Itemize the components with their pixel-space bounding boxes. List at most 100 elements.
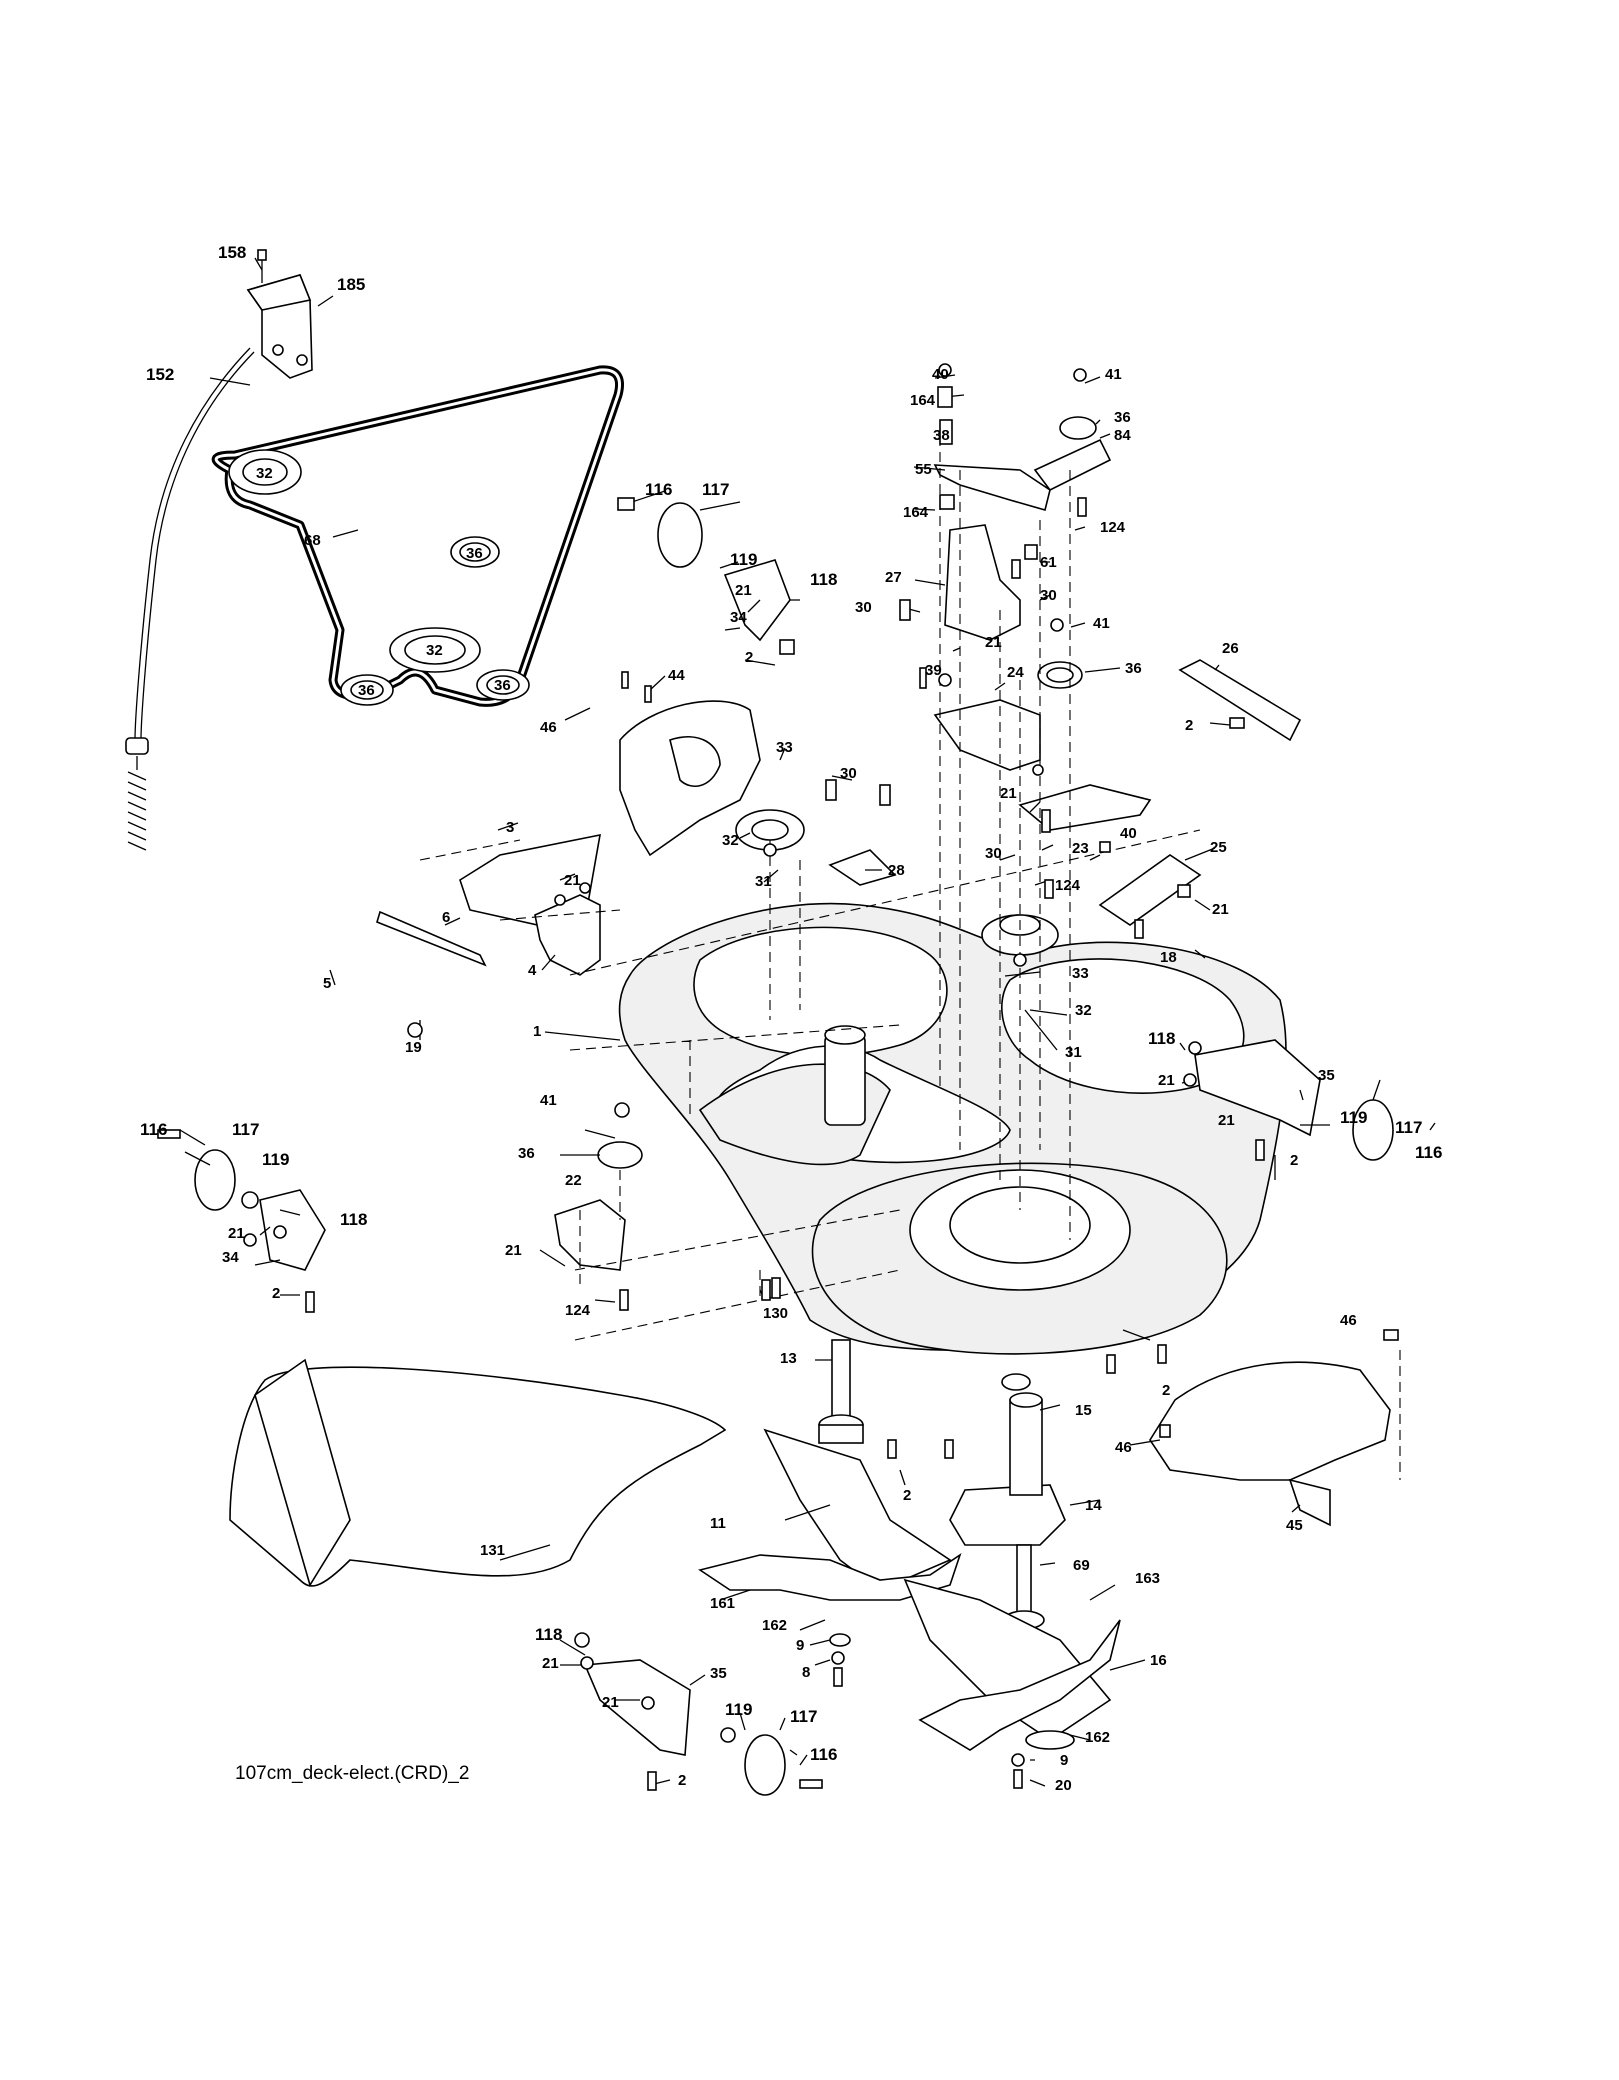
bracket-28 bbox=[828, 849, 897, 886]
label-118c: 118 bbox=[340, 1210, 367, 1229]
label-2c: 2 bbox=[1290, 1152, 1298, 1169]
hardware bbox=[157, 363, 1399, 1791]
blade-adapter-left bbox=[763, 1428, 952, 1591]
label-31a: 31 bbox=[755, 873, 772, 890]
label-23: 23 bbox=[1072, 840, 1089, 857]
label-55: 55 bbox=[915, 461, 932, 478]
blade-right bbox=[918, 1619, 1121, 1751]
discharge-chute bbox=[229, 1358, 727, 1587]
label-117c: 117 bbox=[232, 1120, 259, 1139]
label-35b: 35 bbox=[710, 1665, 727, 1682]
belt-pulley-36-mid bbox=[450, 536, 500, 568]
label-30d: 30 bbox=[985, 845, 1002, 862]
label-124c: 124 bbox=[565, 1302, 591, 1319]
gauge-wheel-top bbox=[657, 502, 791, 642]
label-32a: 32 bbox=[256, 465, 273, 482]
label-9b: 9 bbox=[1060, 1752, 1068, 1769]
bracket-25 bbox=[1098, 854, 1202, 926]
label-124a: 124 bbox=[1100, 519, 1126, 536]
label-41a: 41 bbox=[1105, 366, 1122, 383]
label-130: 130 bbox=[763, 1305, 788, 1322]
label-116a: 116 bbox=[645, 480, 672, 499]
label-116b: 116 bbox=[1415, 1143, 1442, 1162]
label-15: 15 bbox=[1075, 1402, 1092, 1419]
label-164b: 164 bbox=[903, 504, 929, 521]
label-119a: 119 bbox=[730, 550, 757, 569]
assembly-lines bbox=[419, 420, 1401, 1480]
label-21a: 21 bbox=[735, 582, 752, 599]
label-20: 20 bbox=[1055, 1777, 1072, 1794]
bracket-22 bbox=[554, 1199, 626, 1271]
label-164a: 164 bbox=[910, 392, 936, 409]
idler-arm-84 bbox=[1033, 438, 1112, 492]
label-119c: 119 bbox=[262, 1150, 289, 1169]
pulley-36-front bbox=[597, 1141, 643, 1169]
belt-pulley-36-left bbox=[340, 674, 394, 706]
bracket-23 bbox=[1018, 784, 1152, 831]
label-152: 152 bbox=[146, 365, 174, 384]
label-124b: 124 bbox=[1055, 877, 1081, 894]
label-3: 3 bbox=[506, 819, 514, 836]
label-35a: 35 bbox=[1318, 1067, 1335, 1084]
label-25: 25 bbox=[1210, 839, 1227, 856]
label-21d: 21 bbox=[1212, 901, 1229, 918]
label-33a: 33 bbox=[776, 739, 793, 756]
label-41b: 41 bbox=[1093, 615, 1110, 632]
part-labels: 158 185 152 32 68 36 32 36 36 116 117 11… bbox=[140, 243, 1442, 1794]
label-116d: 116 bbox=[810, 1745, 837, 1764]
label-40b: 40 bbox=[1120, 825, 1137, 842]
blade-left bbox=[698, 1553, 962, 1601]
label-21b: 21 bbox=[985, 634, 1002, 651]
label-44: 44 bbox=[668, 667, 685, 684]
label-18: 18 bbox=[1160, 949, 1177, 966]
label-30b: 30 bbox=[855, 599, 872, 616]
lift-link-6 bbox=[376, 910, 487, 967]
label-5: 5 bbox=[323, 975, 331, 992]
belt-pulley-32-center bbox=[389, 627, 481, 673]
drive-belt bbox=[211, 365, 624, 707]
label-36b: 36 bbox=[358, 682, 375, 699]
label-46c: 46 bbox=[1115, 1439, 1132, 1456]
label-131: 131 bbox=[480, 1542, 505, 1559]
gauge-wheel-bottom bbox=[583, 1659, 786, 1796]
label-6: 6 bbox=[442, 909, 450, 926]
upper-bracket-44 bbox=[619, 700, 761, 857]
label-36e: 36 bbox=[1125, 660, 1142, 677]
label-36a: 36 bbox=[466, 545, 483, 562]
label-162b: 162 bbox=[1085, 1729, 1110, 1746]
label-61: 61 bbox=[1040, 554, 1057, 571]
diagram-caption: 107cm_deck-elect.(CRD)_2 bbox=[235, 1763, 470, 1784]
label-9a: 9 bbox=[796, 1637, 804, 1654]
label-119d: 119 bbox=[725, 1700, 752, 1719]
label-161: 161 bbox=[710, 1595, 735, 1612]
label-118d: 118 bbox=[535, 1625, 562, 1644]
label-2d: 2 bbox=[272, 1285, 280, 1302]
idler-bracket-24 bbox=[933, 699, 1041, 771]
idler-bracket-55 bbox=[933, 464, 1051, 511]
label-14: 14 bbox=[1085, 1497, 1102, 1514]
label-116c: 116 bbox=[140, 1120, 167, 1139]
label-13: 13 bbox=[780, 1350, 797, 1367]
label-46a: 46 bbox=[540, 719, 557, 736]
label-38: 38 bbox=[933, 427, 950, 444]
front-bracket-4 bbox=[534, 894, 601, 976]
gauge-wheel-left bbox=[194, 1149, 326, 1271]
label-21i: 21 bbox=[542, 1655, 559, 1672]
label-185: 185 bbox=[337, 275, 365, 294]
label-28: 28 bbox=[888, 862, 905, 879]
label-117a: 117 bbox=[702, 480, 729, 499]
idler-pulley-36-mid bbox=[1037, 661, 1083, 689]
label-46b: 46 bbox=[1340, 1312, 1357, 1329]
idler-pulley-36-top bbox=[1059, 416, 1097, 440]
label-158: 158 bbox=[218, 243, 246, 262]
label-21j: 21 bbox=[602, 1694, 619, 1711]
label-119b: 119 bbox=[1340, 1108, 1367, 1127]
label-32b: 32 bbox=[426, 642, 443, 659]
label-21h: 21 bbox=[505, 1242, 522, 1259]
label-2g: 2 bbox=[678, 1772, 686, 1789]
side-deflector bbox=[1149, 1361, 1391, 1527]
label-30a: 30 bbox=[1040, 587, 1057, 604]
label-26: 26 bbox=[1222, 640, 1239, 657]
label-162a: 162 bbox=[762, 1617, 787, 1634]
label-11: 11 bbox=[710, 1515, 726, 1532]
